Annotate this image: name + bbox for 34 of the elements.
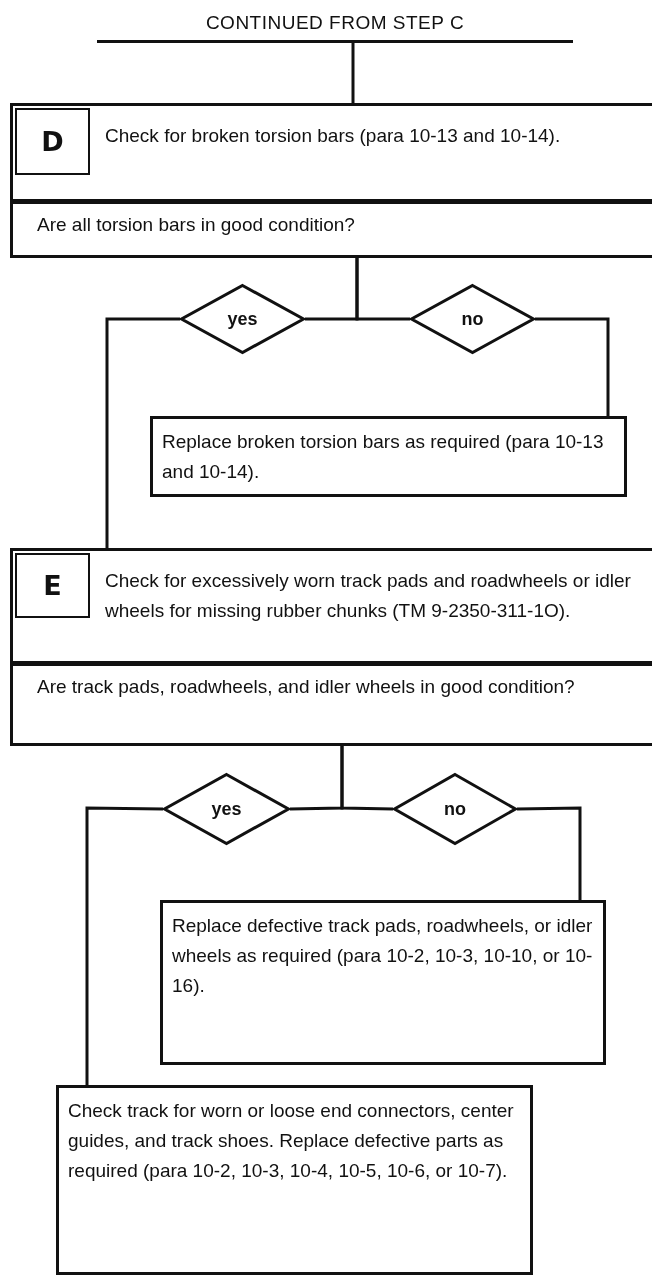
decision-label: yes bbox=[227, 308, 258, 330]
step-instruction: Check for broken torsion bars (para 10-13 and 10-14). bbox=[105, 124, 562, 148]
decision-diamond bbox=[163, 773, 290, 845]
decision-label: no bbox=[444, 798, 466, 820]
action-text: Replace defective track pads, roadwheels, or idler wheels as required (para 10-2, 10-3, 10-10, or 10-16). bbox=[172, 914, 593, 998]
connector-line bbox=[351, 43, 355, 103]
decision-diamond bbox=[410, 284, 535, 354]
step-instruction: Check for excessively worn track pads and roadwheels or idler wheels for missing rubber chunks (TM 9-2350-311-1O). bbox=[105, 569, 632, 623]
step-letter-box bbox=[15, 108, 90, 175]
decision-diamond bbox=[180, 284, 305, 354]
action-box bbox=[150, 416, 627, 497]
question-text: Are track pads, roadwheels, and idler wheels in good condition? bbox=[37, 675, 576, 699]
continuation-heading: CONTINUED FROM STEP C bbox=[205, 12, 465, 33]
connector-line bbox=[340, 746, 394, 811]
step-letter: E bbox=[43, 570, 62, 601]
action-box bbox=[160, 900, 606, 1065]
decision-label: yes bbox=[211, 798, 242, 820]
step-letter-box bbox=[15, 553, 90, 618]
connector-line bbox=[516, 806, 582, 900]
step-letter: D bbox=[41, 126, 64, 157]
question-box bbox=[10, 662, 652, 746]
connector-line bbox=[535, 317, 610, 416]
connector-line bbox=[355, 258, 410, 321]
step-box bbox=[10, 548, 652, 664]
decision-label: no bbox=[461, 308, 484, 330]
connector-line bbox=[105, 317, 180, 548]
action-box bbox=[56, 1085, 533, 1275]
decision-diamond bbox=[393, 773, 517, 845]
question-text: Are all torsion bars in good condition? bbox=[37, 213, 356, 237]
action-text: Replace broken torsion bars as required (para 10-13 and 10-14). bbox=[162, 430, 605, 484]
step-box bbox=[10, 103, 652, 202]
connector-line bbox=[85, 806, 164, 1085]
question-box bbox=[10, 200, 652, 258]
action-text: Check track for worn or loose end connectors, center guides, and track shoes. Replace defective parts as required (para 10-2, 10-3, 10-4, 10-5, 10-6, or 10-7). bbox=[68, 1099, 515, 1183]
